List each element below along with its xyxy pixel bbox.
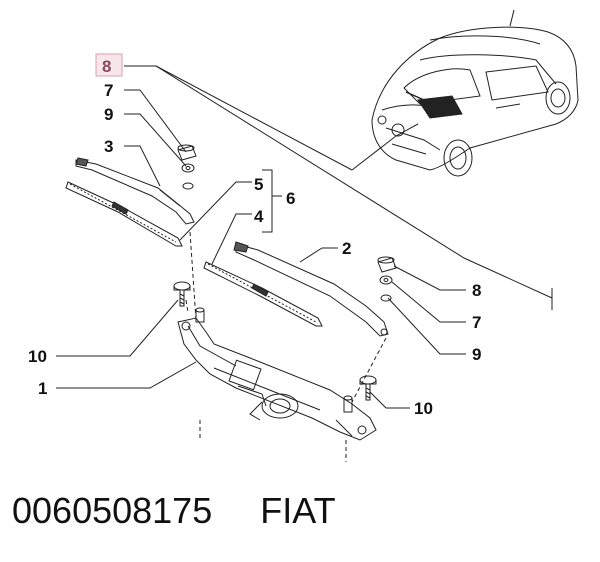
callout-9-left: 9: [104, 105, 113, 124]
wiper-arm-right: [233, 241, 389, 337]
wiper-arm-left: [75, 157, 195, 225]
brand-name: FIAT: [260, 490, 336, 531]
cap-nut-washer-right: [377, 256, 397, 302]
callout-8-right: 8: [472, 281, 481, 300]
bolt-right: [359, 375, 377, 401]
callout-2: 2: [342, 239, 351, 258]
callout-5: 5: [254, 175, 263, 194]
wiper-linkage-motor: [177, 307, 377, 441]
highlight-box: [95, 53, 123, 77]
callout-1: 1: [38, 379, 47, 398]
car-illustration: [371, 9, 579, 177]
part-caption: 0060508175 FIAT: [12, 490, 588, 546]
cap-nut-washer-left: [177, 144, 197, 190]
callout-6: 6: [286, 189, 295, 208]
bolt-left: [173, 281, 191, 307]
callout-10-right: 10: [414, 399, 433, 418]
callout-4: 4: [254, 207, 264, 226]
callout-9-right: 9: [472, 345, 481, 364]
part-number: 0060508175: [12, 490, 213, 531]
callout-3: 3: [104, 137, 113, 156]
wiper-blade-right: [203, 261, 323, 327]
callout-7-left: 7: [104, 81, 113, 100]
callout-7-right: 7: [472, 313, 481, 332]
callout-8-top: 8: [102, 57, 111, 76]
callout-10-left: 10: [28, 347, 47, 366]
wiper-blade-left: [65, 181, 183, 247]
assembly-guides: [185, 231, 387, 462]
leader-lines: [56, 65, 553, 409]
